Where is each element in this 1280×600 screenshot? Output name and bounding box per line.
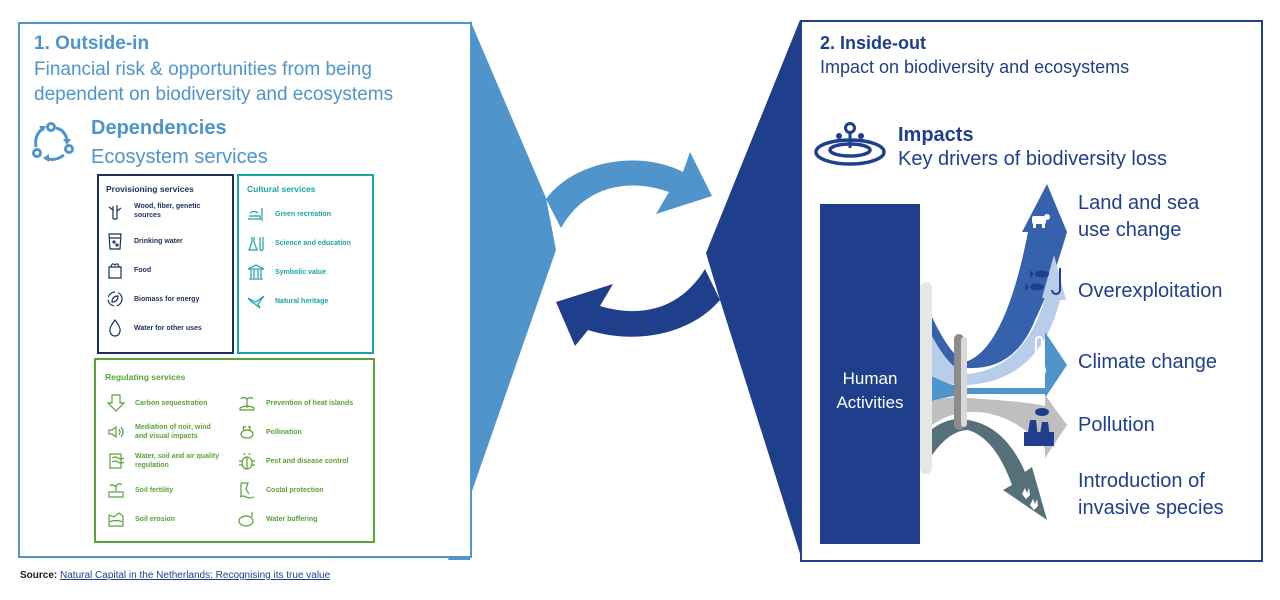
- driver-label-climate: Climate change: [1078, 351, 1217, 373]
- regulating-services-box: Regulating services: [94, 358, 375, 543]
- cycle-arrow-left: [556, 269, 720, 346]
- speaker-icon: [108, 425, 124, 439]
- source-label: Source:: [20, 570, 58, 581]
- regulating-item: Costal protection: [238, 481, 324, 499]
- factory-icon: [1024, 408, 1054, 446]
- co2-arrow-icon: [107, 394, 125, 412]
- food-bag-icon: [108, 263, 122, 279]
- provisioning-item: Biomass for energy: [106, 290, 199, 308]
- cultural-services-box: Cultural services Green recreation Scien…: [237, 174, 374, 354]
- provisioning-item: Food: [106, 261, 151, 279]
- palm-island-icon: [239, 396, 255, 411]
- lab-flask-icon: [248, 237, 264, 252]
- provisioning-title: Provisioning services: [106, 184, 194, 194]
- provisioning-services-box: Provisioning services Wood, fiber, genet…: [97, 174, 234, 354]
- cultural-item: Symbolic value: [247, 263, 326, 281]
- erosion-icon: [108, 512, 124, 527]
- provisioning-item: Water for other uses: [106, 319, 202, 337]
- driver-flow-land-sea: [932, 184, 1067, 369]
- impacts-title: Impacts: [898, 124, 974, 146]
- temple-icon: [247, 264, 265, 280]
- recreation-icon: [248, 208, 263, 221]
- driver-flow-invasive: [932, 419, 1047, 520]
- regulating-item: Water buffering: [238, 510, 317, 528]
- outside-in-subtitle-2: dependent on biodiversity and ecosystems: [34, 84, 394, 105]
- fish-hook-icon: [1025, 268, 1061, 295]
- right-funnel-shape: [706, 20, 802, 560]
- source-link[interactable]: Natural Capital in the Netherlands: Reco…: [60, 570, 331, 581]
- source-citation: Source: Natural Capital in the Netherlan…: [20, 570, 330, 581]
- drivers-funnel-graphic: [920, 184, 1067, 520]
- sprout-icon: [108, 483, 124, 498]
- tree-icon: [108, 205, 122, 220]
- left-funnel-shape: [448, 20, 556, 560]
- funnel-backplate: [920, 282, 932, 474]
- provisioning-item: Drinking water: [106, 232, 183, 250]
- cycle-arrow-right: [546, 152, 712, 228]
- inside-out-title: 2. Inside-out: [820, 33, 927, 53]
- cultural-title: Cultural services: [247, 184, 316, 194]
- regulating-item: Prevention of heat islands: [238, 394, 353, 412]
- water-glass-icon: [108, 233, 122, 250]
- impacts-subtitle: Key drivers of biodiversity loss: [898, 148, 1167, 170]
- human-activities-label-2: Activities: [836, 393, 904, 412]
- regulating-item: Carbon sequestration: [107, 394, 207, 412]
- thermometer-icon: [1032, 336, 1046, 378]
- beetle-icon: [239, 452, 255, 470]
- air-quality-icon: [109, 453, 125, 469]
- driver-label-pollution: Pollution: [1078, 414, 1155, 436]
- regulating-item: Soil erosion: [107, 510, 175, 528]
- bee-icon: [240, 425, 254, 439]
- dependencies-cycle-icon: [32, 122, 74, 162]
- cultural-item: Natural heritage: [247, 292, 328, 310]
- driver-label-overexploitation: Overexploitation: [1078, 280, 1223, 302]
- dependencies-subtitle: Ecosystem services: [91, 146, 268, 168]
- cow-icon: [1032, 214, 1050, 228]
- inside-out-subtitle: Impact on biodiversity and ecosystems: [820, 57, 1130, 77]
- footprints-icon: [1022, 488, 1038, 510]
- regulating-item: Pest and disease control: [238, 452, 348, 470]
- regulating-item: Pollination: [238, 423, 302, 441]
- dependencies-title: Dependencies: [91, 117, 227, 139]
- outside-in-title: 1. Outside-in: [34, 33, 150, 54]
- human-activities-block: Human Activities: [820, 204, 920, 544]
- regulating-item: Soil fertility: [107, 481, 173, 499]
- leaf-cycle-icon: [107, 291, 123, 307]
- regulating-title: Regulating services: [105, 372, 186, 382]
- outside-in-subtitle-1: Financial risk & opportunities from bein…: [34, 59, 372, 80]
- coast-icon: [239, 482, 255, 499]
- driver-flow-overexploitation: [932, 255, 1066, 386]
- water-ripple-icon: [814, 122, 886, 166]
- cultural-item: Green recreation: [247, 205, 331, 223]
- human-activities-label-1: Human: [842, 369, 898, 388]
- hippo-icon: [238, 512, 254, 527]
- water-drop-icon: [109, 319, 121, 337]
- driver-flow-climate: [932, 332, 1067, 401]
- cultural-item: Science and education: [247, 234, 351, 252]
- bird-icon: [247, 295, 265, 309]
